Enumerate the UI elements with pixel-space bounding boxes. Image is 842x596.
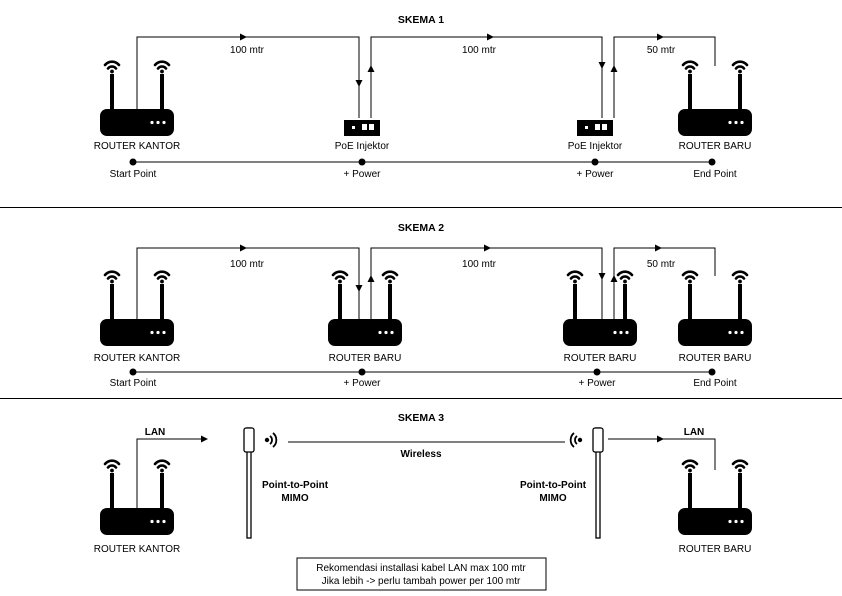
distance-label: 50 mtr	[647, 45, 676, 56]
power-label: + Power	[577, 169, 615, 180]
cable-segment-1	[136, 36, 360, 118]
arrow-down-icon	[355, 285, 363, 292]
timeline-point	[593, 368, 601, 376]
distance-label: 100 mtr	[462, 45, 497, 56]
cable-segment-1	[136, 247, 360, 319]
router-office-label: ROUTER KANTOR	[94, 353, 181, 364]
timeline-point	[129, 158, 137, 166]
router-mid-icon	[563, 272, 637, 346]
router-new-label: ROUTER BARU	[679, 544, 752, 555]
schema-1-title: SKEMA 1	[398, 14, 444, 26]
lan-label: LAN	[684, 427, 705, 438]
note-box	[296, 557, 547, 591]
router-mid-icon	[328, 272, 402, 346]
arrow-up-icon	[610, 65, 618, 72]
recommendation-note: Rekomendasi installasi kabel LAN max 100…	[296, 557, 547, 591]
arrow-down-icon	[598, 273, 606, 280]
timeline-point	[358, 158, 366, 166]
router-new-icon	[678, 461, 752, 535]
router-mid-label: ROUTER BARU	[564, 353, 637, 364]
schema-2-title: SKEMA 2	[398, 222, 444, 234]
router-new-label: ROUTER BARU	[679, 141, 752, 152]
timeline-point	[358, 368, 366, 376]
schema-3: SKEMA 3 LAN LAN Wireless Point-to-Point …	[94, 412, 752, 555]
router-mid-label: ROUTER BARU	[329, 353, 402, 364]
poe-injector-label: PoE Injektor	[568, 141, 623, 152]
power-label: + Power	[579, 378, 617, 389]
arrow-right-icon	[655, 244, 662, 252]
schema-1: SKEMA 1 100 mtr 100 mtr 50 mtr ROUTER KA…	[94, 14, 752, 180]
arrow-right-icon	[240, 33, 247, 41]
note-line: Rekomendasi installasi kabel LAN max 100…	[316, 563, 526, 574]
schema-2: SKEMA 2 100 mtr 100 mtr 50 mtr ROUTER KA…	[94, 222, 752, 389]
ptp-left-label: MIMO	[281, 493, 308, 504]
poe-injector-icon	[577, 120, 613, 136]
cable-segment-2	[370, 36, 603, 118]
arrow-right-icon	[240, 244, 247, 252]
lan-cable-right	[608, 438, 716, 470]
arrow-right-icon	[487, 33, 494, 41]
note-line: Jika lebih -> perlu tambah power per 100…	[322, 576, 521, 587]
arrow-right-icon	[484, 244, 491, 252]
cable-segment-3	[613, 36, 716, 118]
distance-label: 50 mtr	[647, 259, 676, 270]
poe-injector-label: PoE Injektor	[335, 141, 390, 152]
timeline-point	[708, 368, 716, 376]
router-office-label: ROUTER KANTOR	[94, 544, 181, 555]
end-point-label: End Point	[693, 169, 737, 180]
cable-segment-3	[613, 247, 716, 319]
lan-label: LAN	[145, 427, 166, 438]
start-point-label: Start Point	[110, 378, 157, 389]
router-new-icon	[678, 62, 752, 136]
timeline-point	[708, 158, 716, 166]
arrow-up-icon	[367, 65, 375, 72]
timeline-point	[129, 368, 137, 376]
distance-label: 100 mtr	[462, 259, 497, 270]
arrow-up-icon	[610, 275, 618, 282]
power-label: + Power	[344, 169, 382, 180]
distance-label: 100 mtr	[230, 45, 265, 56]
timeline-point	[591, 158, 599, 166]
arrow-right-icon	[657, 435, 664, 443]
router-new-icon	[678, 272, 752, 346]
arrow-right-icon	[657, 33, 664, 41]
ptp-left-label: Point-to-Point	[262, 480, 329, 491]
arrow-down-icon	[598, 62, 606, 69]
arrow-right-icon	[201, 435, 208, 443]
schema-3-title: SKEMA 3	[398, 412, 444, 424]
lan-cable-left	[136, 438, 201, 508]
router-new-label: ROUTER BARU	[679, 353, 752, 364]
distance-label: 100 mtr	[230, 259, 265, 270]
end-point-label: End Point	[693, 378, 737, 389]
router-office-label: ROUTER KANTOR	[94, 141, 181, 152]
start-point-label: Start Point	[110, 169, 157, 180]
wireless-label: Wireless	[400, 449, 441, 460]
ptp-right-label: MIMO	[539, 493, 566, 504]
poe-injector-icon	[344, 120, 380, 136]
ptp-right-label: Point-to-Point	[520, 480, 587, 491]
arrow-down-icon	[355, 80, 363, 87]
arrow-up-icon	[367, 275, 375, 282]
power-label: + Power	[344, 378, 382, 389]
